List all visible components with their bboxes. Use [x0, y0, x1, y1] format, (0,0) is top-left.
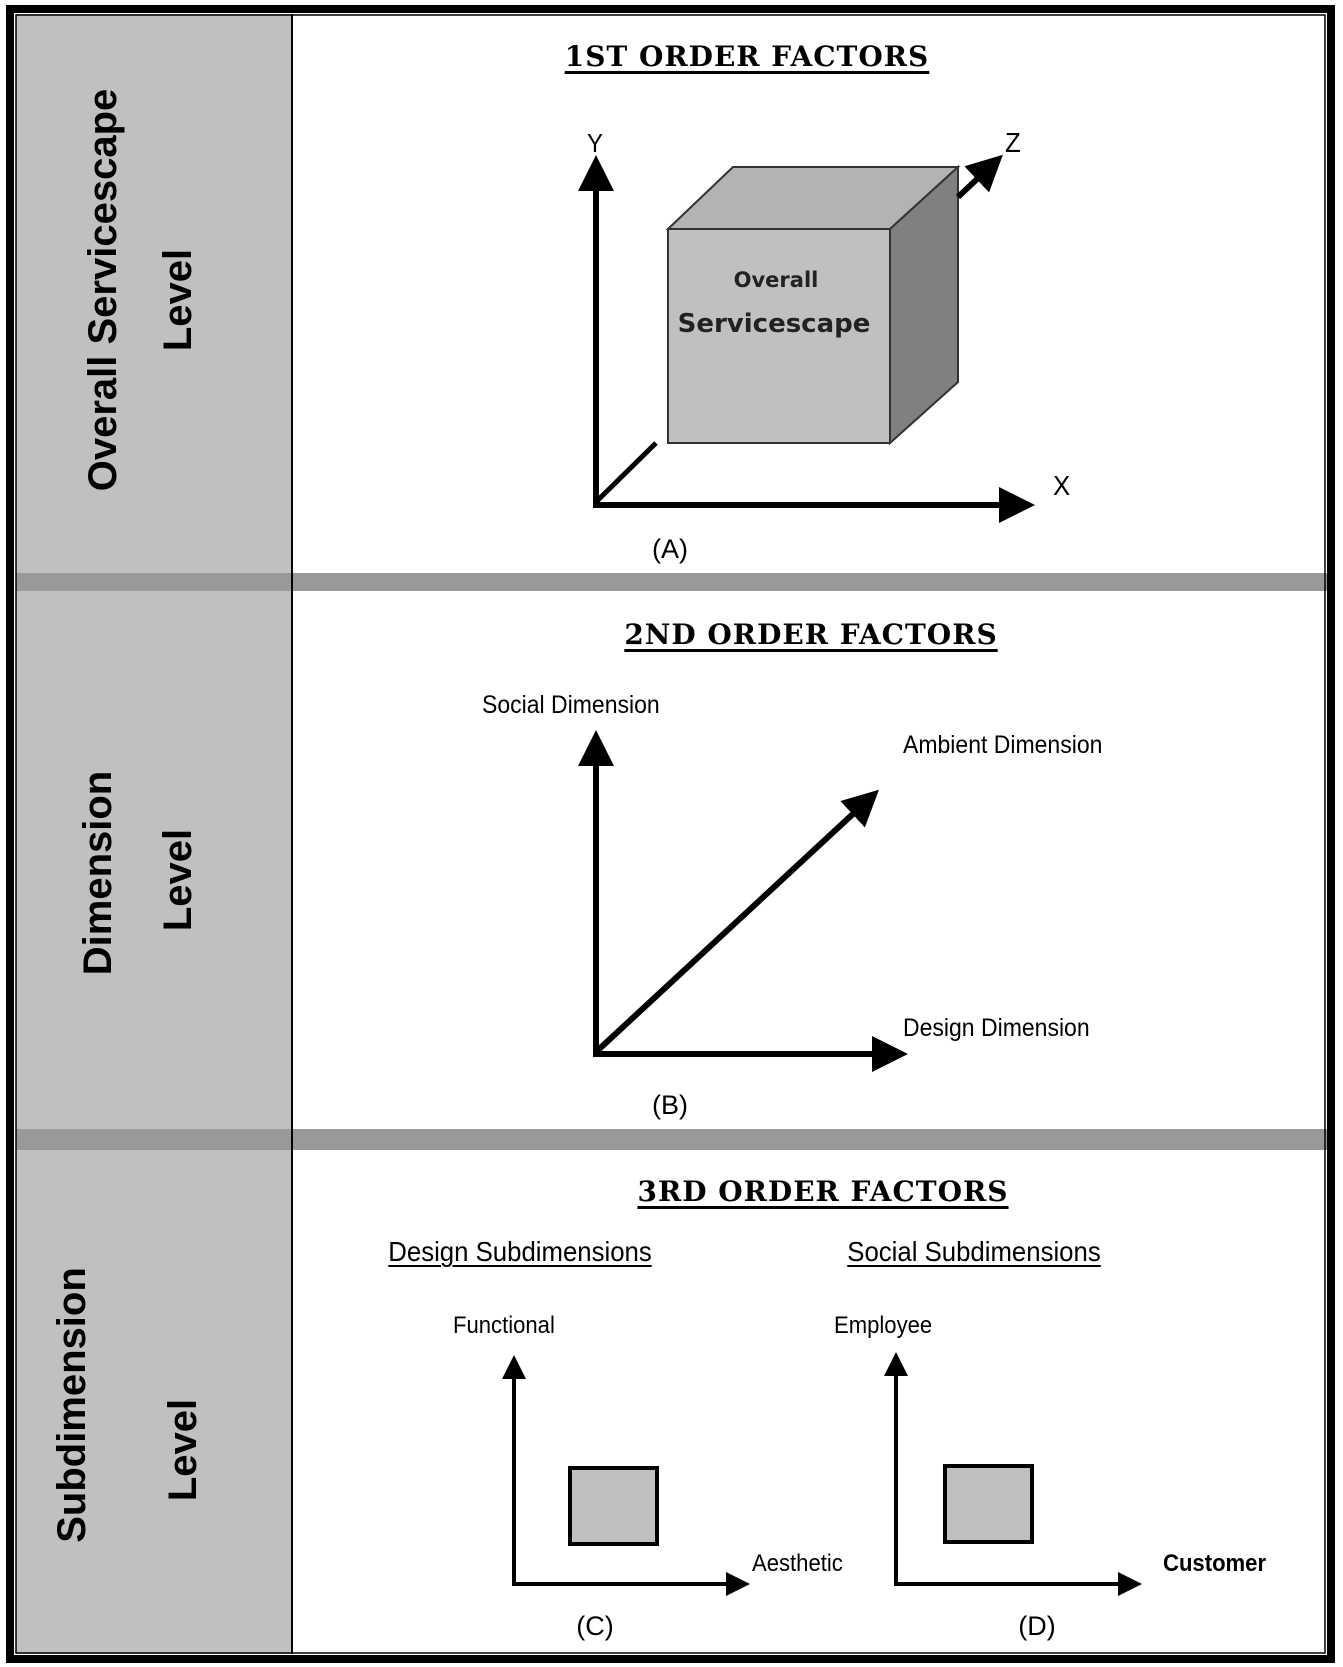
- level-label-subdimension: Subdimension: [50, 1267, 94, 1543]
- design-dimension-label: Design Dimension: [903, 1014, 1090, 1042]
- level-label-subdimension-level: Level: [161, 1398, 205, 1502]
- level-label-dimension-level: Level: [156, 828, 200, 932]
- cube-front-face: [667, 228, 891, 444]
- axis-z-label: Z: [1005, 127, 1021, 158]
- outer-frame-inner-line: [15, 14, 1326, 1654]
- ambient-dimension-label: Ambient Dimension: [903, 731, 1103, 759]
- panel-d-caption: (D): [1018, 1611, 1056, 1641]
- social-dimension-label: Social Dimension: [482, 691, 660, 719]
- level-label-overall-servicescape-level: Level: [156, 248, 200, 352]
- ambient-dimension-arrow: [593, 789, 880, 1055]
- cube-label-servicescape: Servicescape: [677, 309, 871, 339]
- panel-c-caption: (C): [576, 1611, 614, 1641]
- aesthetic-label: Aesthetic: [752, 1550, 843, 1577]
- level-divider-1: [16, 573, 1328, 591]
- employee-label: Employee: [834, 1312, 933, 1339]
- design-subdimension-square: [568, 1466, 659, 1546]
- panel-b-caption: (B): [652, 1090, 688, 1120]
- level-divider-2: [16, 1129, 1328, 1150]
- design-subdimensions-heading: Design Subdimensions: [388, 1236, 652, 1267]
- social-subdimension-square: [943, 1464, 1034, 1544]
- level-label-overall-servicescape: Overall Servicescape: [81, 88, 125, 492]
- first-order-factors-title: 1ST ORDER FACTORS: [564, 40, 930, 73]
- cube-label-overall: Overall: [733, 268, 819, 292]
- third-order-factors-title: 3RD ORDER FACTORS: [637, 1175, 1009, 1208]
- axis-x-label: X: [1053, 470, 1071, 501]
- customer-label: Customer: [1163, 1550, 1267, 1577]
- social-subdimensions-heading: Social Subdimensions: [847, 1236, 1101, 1267]
- axis-z-arrow: [955, 154, 1003, 200]
- panel-a-caption: (A): [652, 534, 688, 564]
- level-column-background: [16, 14, 292, 1654]
- level-label-dimension: Dimension: [76, 770, 120, 976]
- axis-y-label: Y: [587, 128, 603, 158]
- outer-frame-thick: [6, 5, 1335, 1663]
- functional-label: Functional: [453, 1312, 555, 1339]
- axis-z-lower-segment: [594, 441, 658, 504]
- second-order-factors-title: 2ND ORDER FACTORS: [624, 618, 998, 651]
